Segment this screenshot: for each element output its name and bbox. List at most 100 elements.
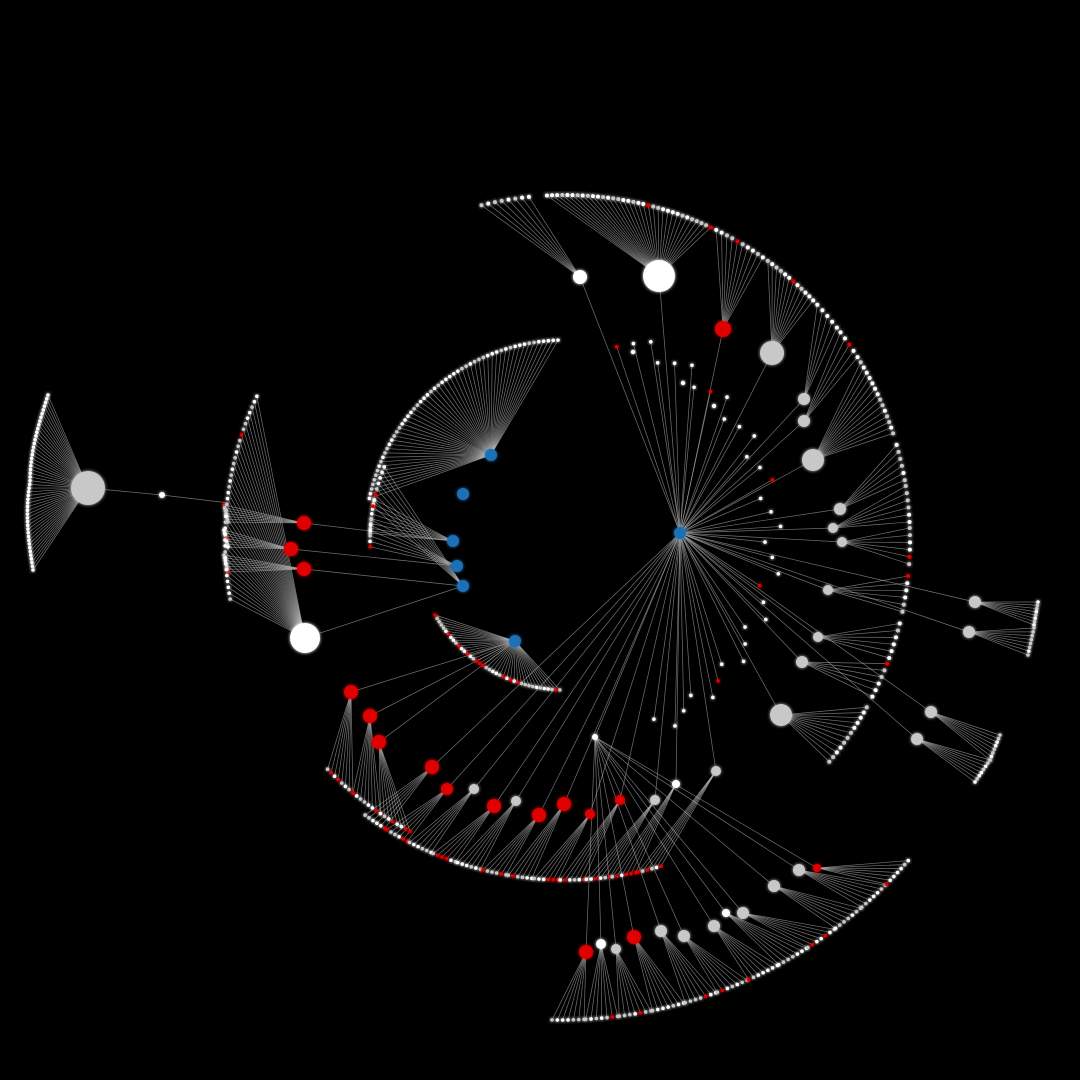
leaf-node — [806, 945, 810, 950]
leaf-node — [486, 201, 491, 206]
leaf-node — [36, 426, 40, 431]
tree-edge — [626, 783, 677, 875]
leaf-node — [369, 512, 374, 516]
tree-edge — [369, 715, 373, 808]
tree-edge — [801, 661, 873, 697]
edge-layer — [27, 194, 1038, 1021]
leaf-node — [799, 286, 804, 291]
hub-node — [485, 449, 497, 461]
tree-edge — [514, 640, 553, 690]
leaf-node — [363, 813, 367, 817]
leaf-node — [845, 735, 850, 740]
tree-edge — [683, 935, 743, 983]
leaf-node — [551, 338, 556, 343]
leaf-node — [882, 668, 887, 673]
leaf-node — [238, 438, 242, 443]
branch-node — [557, 797, 571, 811]
leaf-node — [392, 434, 396, 438]
leaf-node — [838, 330, 843, 335]
tree-edge — [812, 393, 878, 461]
tree-edge — [832, 500, 908, 529]
leaf-node — [977, 773, 982, 778]
tree-edge — [562, 951, 587, 1021]
leaf-node — [621, 197, 626, 202]
leaf-node — [651, 204, 656, 209]
tree-edge — [350, 691, 354, 793]
leaf-node — [399, 824, 404, 829]
leaf-node — [704, 223, 709, 228]
leaf-node — [522, 342, 527, 346]
tree-edge — [402, 423, 492, 456]
tree-edge — [713, 925, 764, 973]
tree-edge — [517, 803, 565, 877]
tree-edge — [224, 539, 306, 639]
tree-edge — [578, 951, 587, 1020]
tree-edge — [522, 803, 565, 878]
tree-edge — [455, 640, 516, 644]
tree-edge — [482, 357, 492, 456]
tree-edge — [364, 766, 433, 816]
tree-edge — [803, 327, 838, 400]
leaf-node — [880, 403, 885, 408]
tree-edge — [375, 454, 492, 476]
tree-edge — [816, 864, 905, 869]
tree-edge — [595, 799, 656, 879]
leaf-node — [226, 490, 231, 495]
tree-edge — [562, 194, 660, 277]
tree-edge — [968, 631, 1032, 640]
leaf-node — [751, 975, 756, 980]
tree-edge — [968, 631, 1031, 644]
leaf-node — [895, 870, 900, 875]
leaf-node — [688, 999, 693, 1003]
intermediate-node — [764, 617, 768, 622]
tree-edge — [514, 640, 549, 690]
branch-node — [813, 632, 823, 642]
leaf-node — [907, 512, 912, 517]
leaf-node — [855, 355, 860, 360]
leaf-node — [745, 245, 750, 250]
leaf-node — [25, 508, 30, 513]
tree-edge — [501, 200, 581, 278]
branch-node — [793, 864, 805, 876]
leaf-node — [646, 203, 651, 208]
leaf-node — [675, 211, 680, 216]
tree-edge — [679, 508, 841, 534]
tree-edge — [812, 399, 881, 461]
leaf-node — [842, 740, 847, 745]
tree-edge — [372, 454, 492, 485]
leaf-node — [791, 279, 796, 284]
leaf-node — [554, 687, 558, 692]
tree-edge — [290, 548, 458, 567]
tree-edge — [817, 630, 898, 638]
tree-edge — [780, 714, 830, 763]
leaf-node — [368, 534, 372, 538]
leaf-node — [1030, 633, 1035, 638]
tree-edge — [413, 408, 492, 456]
leaf-node — [875, 392, 880, 397]
tree-edge — [633, 936, 669, 1008]
leaf-node — [223, 558, 228, 563]
tree-edge — [679, 532, 760, 586]
intermediate-node — [758, 496, 763, 501]
leaf-node — [448, 635, 453, 640]
leaf-node — [750, 248, 755, 253]
tree-edge — [446, 805, 495, 859]
leaf-node — [526, 194, 531, 199]
tree-edge — [679, 532, 744, 662]
leaf-node — [907, 547, 912, 552]
leaf-node — [876, 681, 881, 686]
leaf-node — [490, 351, 495, 356]
leaf-node — [25, 501, 30, 505]
branch-node — [798, 415, 810, 427]
tree-edge — [674, 363, 681, 534]
tree-edge — [512, 803, 565, 877]
leaf-node — [899, 866, 903, 871]
leaf-node — [610, 1015, 615, 1019]
branch-node — [469, 784, 479, 794]
leaf-node — [740, 242, 745, 247]
tree-edge — [481, 204, 581, 278]
tree-edge — [350, 640, 516, 693]
leaf-node — [629, 871, 633, 876]
tree-edge — [341, 691, 352, 784]
branch-node — [678, 930, 690, 942]
